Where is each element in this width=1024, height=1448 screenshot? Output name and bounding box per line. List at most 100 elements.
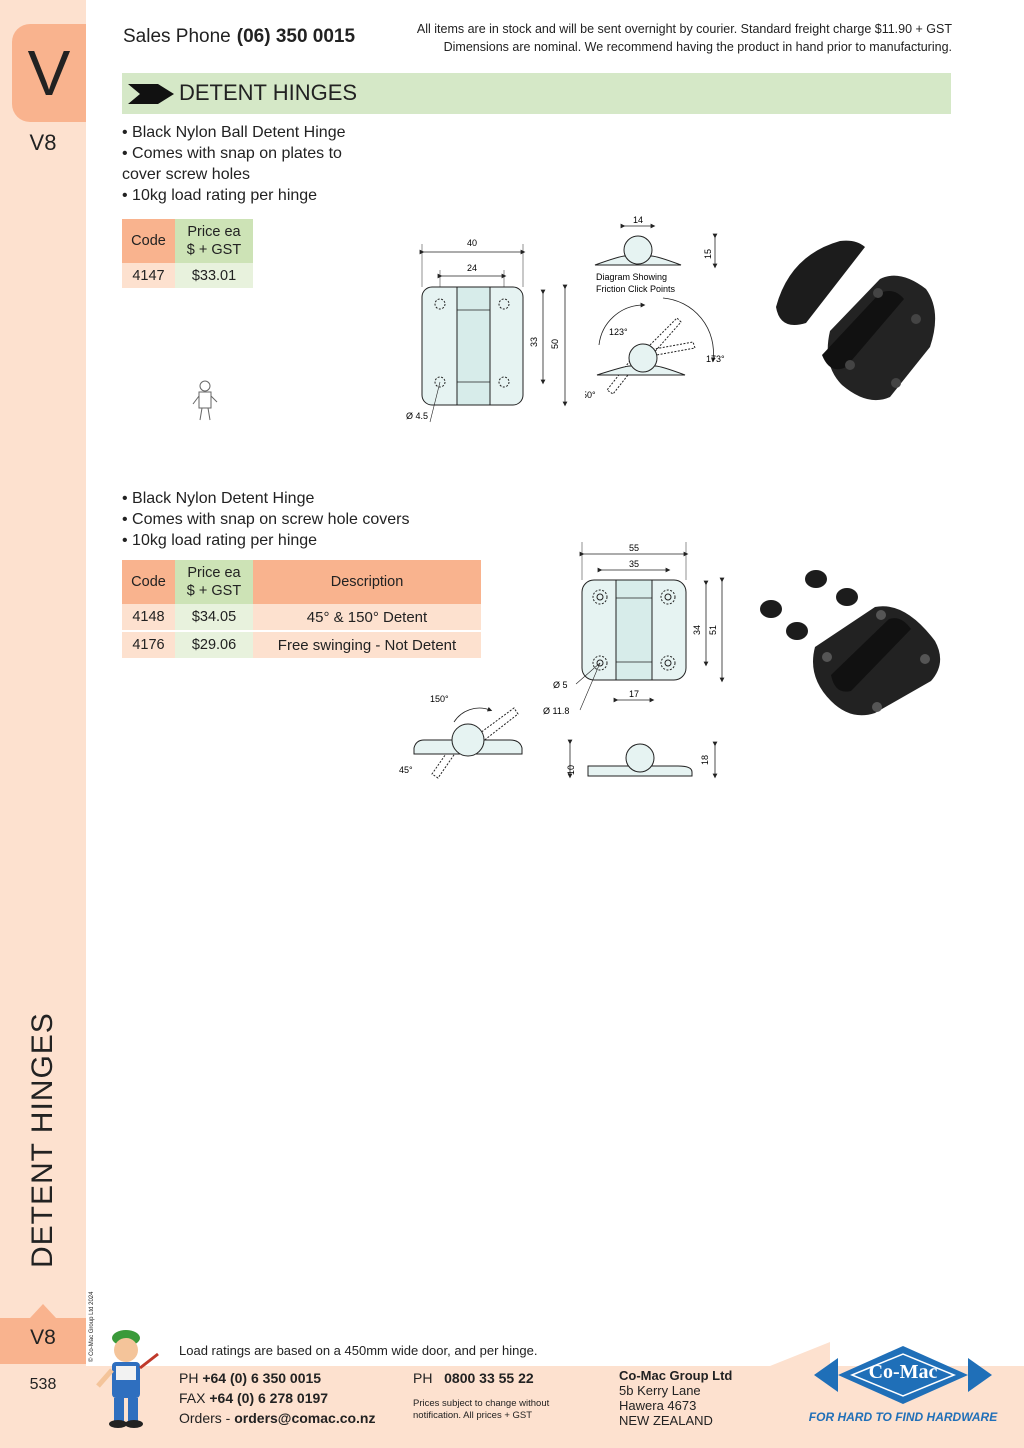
diagram-caption: Friction Click Points — [596, 284, 676, 294]
address-line: NEW ZEALAND — [619, 1413, 713, 1428]
company-name: Co-Mac Group Ltd — [619, 1368, 733, 1383]
dim-label: 33 — [529, 337, 539, 347]
dim-label: 10 — [566, 765, 576, 775]
tab-letter: V — [27, 37, 71, 109]
freephone-line: PH 0800 33 55 22 — [413, 1368, 534, 1388]
disclaimer-line: Prices subject to change without — [413, 1398, 550, 1409]
angle-label: 123° — [609, 327, 628, 337]
sales-phone: Sales Phone(06) 350 0015 — [123, 26, 355, 48]
section-banner — [122, 73, 951, 114]
cell-code: 4147 — [122, 263, 175, 288]
header-note-line: All items are in stock and will be sent … — [416, 22, 952, 36]
orders-email-link[interactable]: orders@comac.co.nz — [234, 1410, 376, 1426]
fax-value[interactable]: +64 (0) 6 278 0197 — [209, 1390, 329, 1406]
feature-line: • 10kg load rating per hinge — [122, 532, 318, 549]
dim-label: 40 — [467, 238, 477, 248]
header-price: Price ea $ + GST — [175, 560, 253, 604]
hole-dim-label: Ø 11.8 — [543, 706, 569, 716]
cell-price: $33.01 — [175, 263, 253, 288]
phone2-value[interactable]: 0800 33 55 22 — [444, 1370, 534, 1386]
banner-title: DETENT HINGES — [179, 80, 358, 105]
angle-label: 45° — [399, 765, 413, 775]
address-line: 5b Kerry Lane — [619, 1383, 701, 1398]
sales-label: Sales Phone — [123, 26, 231, 47]
header-code: Code — [122, 560, 175, 604]
product1-front-diagram: 40 24 33 50 Ø 4.5 — [406, 238, 568, 423]
dim-label: 35 — [629, 559, 639, 569]
dim-label: 24 — [467, 263, 477, 273]
feature-line: • Black Nylon Detent Hinge — [122, 490, 315, 507]
feature-line: cover screw holes — [122, 166, 251, 183]
contact-block: PH +64 (0) 6 350 0015 FAX +64 (0) 6 278 … — [179, 1368, 376, 1428]
cell-price: $29.06 — [175, 630, 253, 658]
orders-line: Orders - orders@comac.co.nz — [179, 1408, 376, 1428]
dim-label: 14 — [633, 215, 643, 225]
hole-dim-label: Ø 5 — [553, 680, 568, 690]
mascot-icon — [96, 1330, 159, 1428]
chevron-arrow-icon — [128, 84, 174, 104]
table-row: 4176 $29.06 Free swinging - Not Detent — [122, 630, 481, 658]
phone2-label: PH — [413, 1370, 433, 1386]
company-address: Co-Mac Group Ltd 5b Kerry Lane Hawera 46… — [619, 1368, 732, 1428]
load-rating-note: Load ratings are based on a 450mm wide d… — [179, 1343, 538, 1358]
feature-line: • Comes with snap on plates to — [122, 145, 342, 162]
header-price-line: $ + GST — [186, 583, 242, 599]
cell-description: 45° & 150° Detent — [253, 604, 481, 631]
section-code-box — [0, 1318, 86, 1364]
fax-line: FAX +64 (0) 6 278 0197 — [179, 1388, 376, 1408]
dim-label: 15 — [703, 249, 713, 259]
cell-price: $34.05 — [175, 604, 253, 631]
product1-features: • Black Nylon Ball Detent Hinge • Comes … — [122, 122, 345, 206]
section-pointer — [30, 1304, 56, 1318]
header-price-line: Price ea — [187, 565, 241, 581]
product2-angle-diagram: 150° 45° — [399, 694, 523, 779]
product1-price-table: Code Price ea $ + GST 4147 $33.01 — [122, 219, 253, 288]
hole-dim-label: Ø 4.5 — [406, 411, 428, 421]
sidebar — [0, 0, 86, 1448]
dim-label: 51 — [708, 625, 718, 635]
mascot-small-icon — [192, 380, 218, 421]
cell-description: Free swinging - Not Detent — [253, 630, 481, 658]
header-price: Price ea $ + GST — [175, 219, 253, 263]
header-price-line: Price ea — [187, 224, 241, 240]
logo-tagline: FOR HARD TO FIND HARDWARE — [808, 1410, 998, 1424]
footer-notch — [770, 1342, 830, 1366]
dim-label: 17 — [629, 689, 639, 699]
product1-side-diagram: 14 15 Diagram Showing Friction Click Poi… — [585, 215, 725, 400]
header-description: Description — [253, 560, 481, 604]
page-number: 538 — [29, 1376, 57, 1393]
table-row: 4147 $33.01 — [122, 263, 253, 288]
header-code: Code — [122, 219, 175, 263]
feature-line: • Black Nylon Ball Detent Hinge — [122, 124, 346, 141]
section-code: V8 — [29, 130, 57, 155]
phone-value[interactable]: +64 (0) 6 350 0015 — [202, 1370, 322, 1386]
product2-features: • Black Nylon Detent Hinge • Comes with … — [122, 488, 410, 551]
dim-label: 18 — [700, 755, 710, 765]
section-code-bottom: V8 — [30, 1326, 56, 1349]
cell-code: 4148 — [122, 604, 175, 631]
product1-hinge-photo — [776, 240, 936, 401]
orders-label: Orders - — [179, 1410, 231, 1426]
vertical-section-title: DETENT HINGES — [26, 1012, 59, 1268]
dim-label: 50 — [550, 339, 560, 349]
comac-logo — [814, 1346, 992, 1404]
section-tab: V — [12, 24, 86, 122]
sales-number[interactable]: (06) 350 0015 — [236, 26, 356, 47]
angle-label: 50° — [585, 390, 596, 400]
feature-line: • Comes with snap on screw hole covers — [122, 511, 410, 528]
price-disclaimer: Prices subject to change without notific… — [413, 1398, 549, 1422]
angle-label: 173° — [706, 354, 725, 364]
logo-text: Co-Mac — [868, 1361, 938, 1383]
dim-label: 34 — [692, 625, 702, 635]
phone-label: PH — [179, 1370, 199, 1386]
phone-line: PH +64 (0) 6 350 0015 — [179, 1368, 376, 1388]
table-row: 4148 $34.05 45° & 150° Detent — [122, 604, 481, 631]
cell-code: 4176 — [122, 630, 175, 658]
header-note: All items are in stock and will be sent … — [417, 20, 952, 56]
fax-label: FAX — [179, 1390, 206, 1406]
address-line: Hawera 4673 — [619, 1398, 697, 1413]
angle-label: 150° — [430, 694, 449, 704]
product2-side-diagram: 10 18 — [566, 739, 718, 779]
diagram-caption: Diagram Showing — [596, 272, 667, 282]
dim-label: 55 — [629, 543, 639, 553]
